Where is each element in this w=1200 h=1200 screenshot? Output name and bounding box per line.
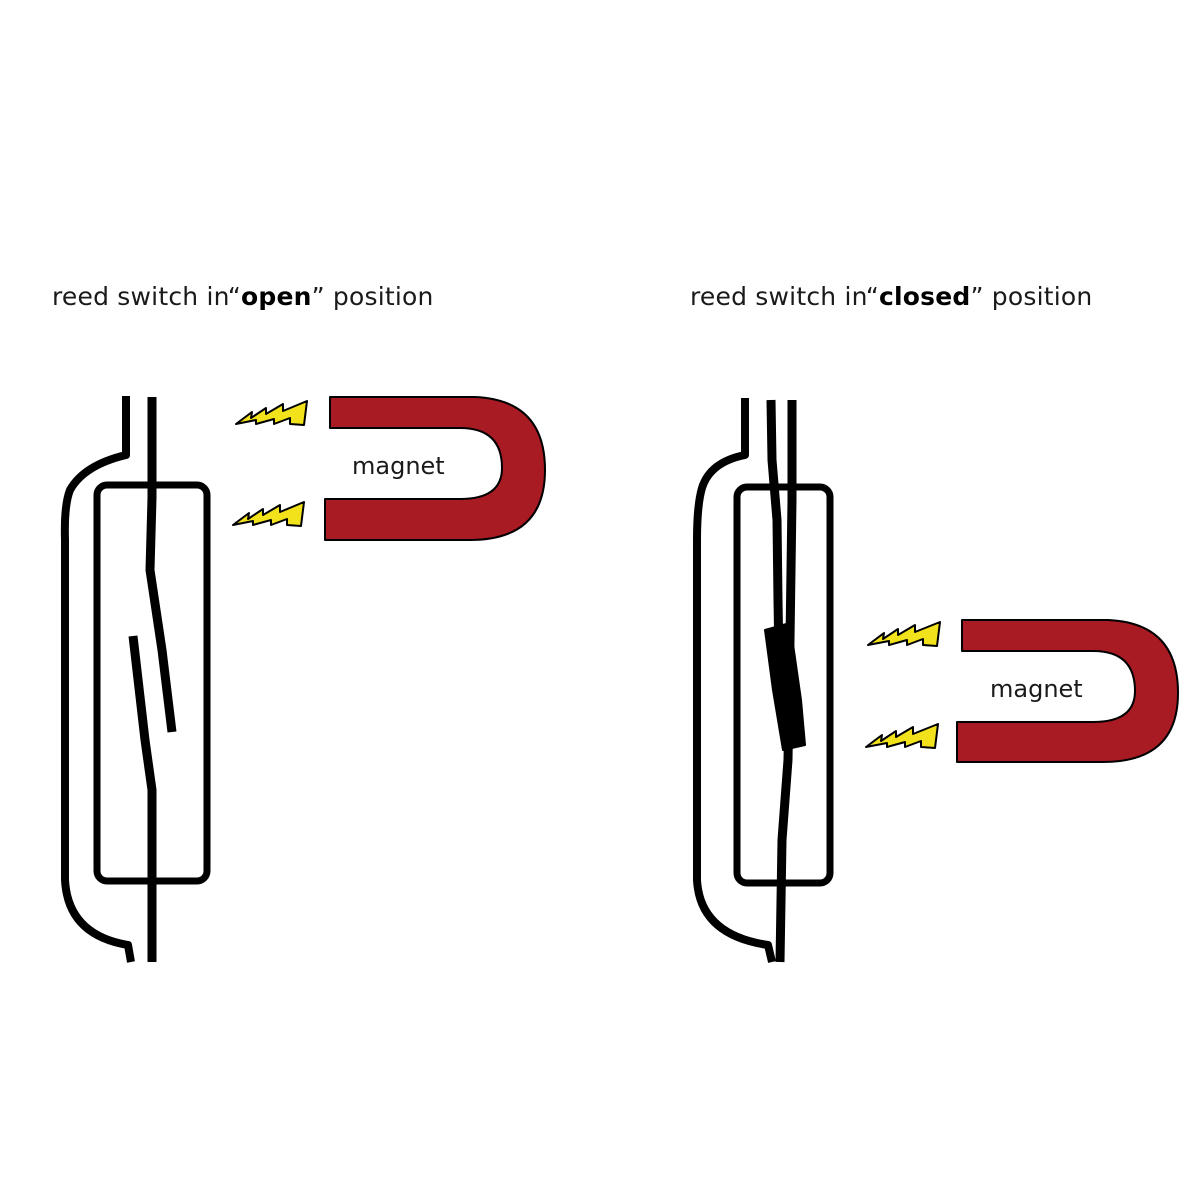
caption-open-prefix: reed switch in xyxy=(52,282,228,311)
field-bolt-icon xyxy=(867,621,941,647)
reed-switch-open xyxy=(60,396,211,963)
caption-open-state-word: open xyxy=(241,282,312,311)
field-bolt-icon xyxy=(865,723,939,749)
caption-closed-prefix: reed switch in xyxy=(690,282,866,311)
magnetic-field-closed xyxy=(865,621,941,749)
caption-open-quote-right: ” xyxy=(311,282,325,311)
magnetic-field-open xyxy=(232,400,308,527)
field-bolt-icon xyxy=(232,501,305,527)
magnet-label-open: magnet xyxy=(352,452,445,480)
caption-closed-suffix: position xyxy=(983,282,1093,311)
caption-closed-quote-right: ” xyxy=(970,282,984,311)
reed-switch-closed xyxy=(693,398,834,963)
lower-reed-open xyxy=(128,635,157,962)
magnet-open: magnet xyxy=(324,396,546,541)
magnet-closed: magnet xyxy=(956,619,1179,763)
caption-closed-state-word: closed xyxy=(879,282,971,311)
reed-contact-closed xyxy=(764,622,806,751)
upper-reed-closed xyxy=(766,399,784,661)
outer-envelope-closed xyxy=(693,398,776,963)
magnet-label-closed: magnet xyxy=(990,675,1083,703)
caption-open-position: reed switch in“open” position xyxy=(52,282,434,311)
horseshoe-magnet-icon xyxy=(324,396,546,541)
upper-reed-open xyxy=(145,397,177,733)
outer-envelope-open xyxy=(60,396,135,963)
horseshoe-magnet-icon xyxy=(956,619,1179,763)
field-bolt-icon xyxy=(235,400,308,426)
caption-closed-position: reed switch in“closed” position xyxy=(690,282,1092,311)
caption-open-suffix: position xyxy=(324,282,434,311)
caption-closed-quote-left: “ xyxy=(865,282,879,311)
caption-open-quote-left: “ xyxy=(227,282,241,311)
